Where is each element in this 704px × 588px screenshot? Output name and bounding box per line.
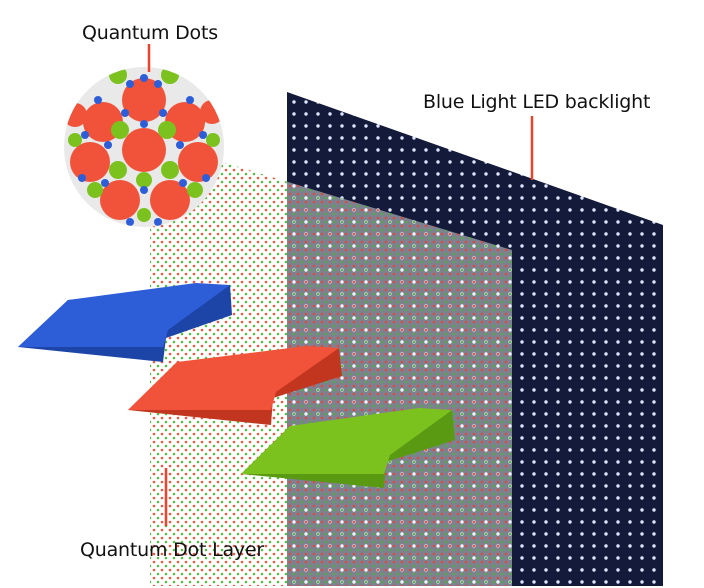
blue-quantum-dot <box>202 174 210 182</box>
green-quantum-dot <box>68 133 82 147</box>
backlight-label: Blue Light LED backlight <box>423 91 651 113</box>
blue-quantum-dot <box>154 218 162 226</box>
green-quantum-dot <box>158 121 176 139</box>
green-quantum-dot <box>109 161 127 179</box>
blue-quantum-dot <box>159 109 167 117</box>
blue-quantum-dot <box>186 96 194 104</box>
red-light-arrow <box>128 346 342 425</box>
quantum-dots-illustration <box>64 67 224 227</box>
red-quantum-dot <box>100 180 140 220</box>
quantum-dot-layer-label: Quantum Dot Layer <box>80 539 265 561</box>
blue-quantum-dot <box>78 174 86 182</box>
quantum-dots-label: Quantum Dots <box>82 22 218 44</box>
green-quantum-dot <box>109 67 127 84</box>
red-quantum-dot <box>150 180 190 220</box>
green-quantum-dot <box>111 121 129 139</box>
green-quantum-dot <box>187 182 203 198</box>
red-quantum-dot <box>200 100 224 124</box>
red-quantum-dot <box>64 103 87 127</box>
blue-quantum-dot <box>94 96 102 104</box>
red-quantum-dot <box>122 128 166 172</box>
green-quantum-dot <box>161 161 179 179</box>
green-quantum-dot <box>137 208 151 222</box>
blue-quantum-dot <box>140 74 148 82</box>
blue-light-arrow <box>18 283 232 362</box>
blue-quantum-dot <box>81 131 89 139</box>
blue-quantum-dot <box>140 120 148 128</box>
blue-quantum-dot <box>101 179 109 187</box>
blue-quantum-dot <box>121 109 129 117</box>
blue-quantum-dot <box>126 80 134 88</box>
blue-quantum-dot <box>126 218 134 226</box>
blue-quantum-dot <box>104 141 112 149</box>
green-quantum-dot <box>161 67 179 84</box>
blue-quantum-dot <box>179 179 187 187</box>
green-quantum-dot <box>206 133 220 147</box>
red-quantum-dot <box>70 142 110 182</box>
blue-quantum-dot <box>176 141 184 149</box>
blue-quantum-dot <box>199 131 207 139</box>
green-light-arrow <box>241 408 455 488</box>
red-quantum-dot <box>178 142 218 182</box>
green-quantum-dot <box>136 172 152 188</box>
blue-quantum-dot <box>140 186 148 194</box>
blue-quantum-dot <box>154 80 162 88</box>
green-quantum-dot <box>87 182 103 198</box>
red-quantum-dot <box>122 78 166 122</box>
